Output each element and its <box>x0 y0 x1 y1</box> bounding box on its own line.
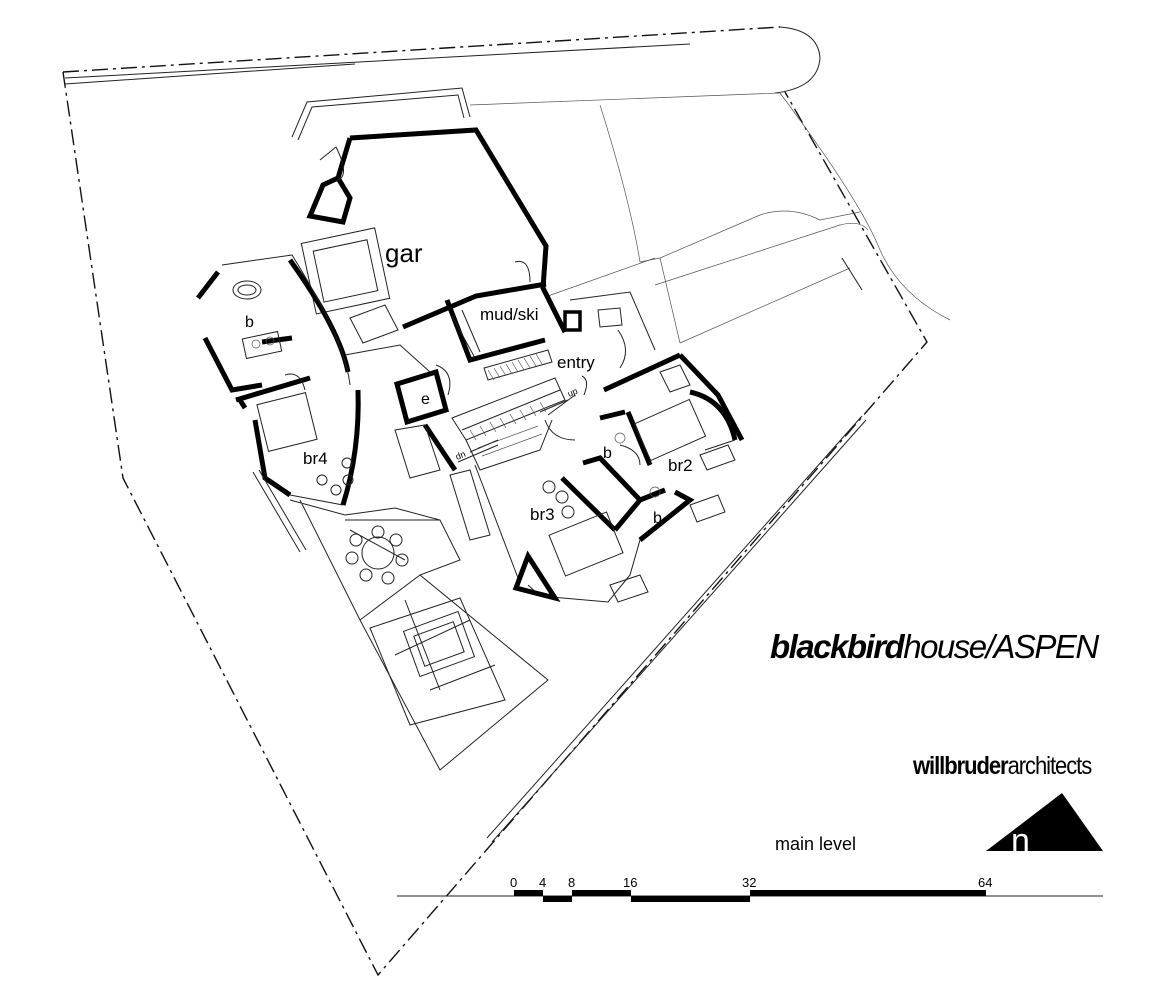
mud-ski-room <box>444 260 582 381</box>
elevator <box>393 364 451 426</box>
stair-label-up: up <box>566 386 579 399</box>
property-line <box>62 26 928 977</box>
project-name-bold: blackbird <box>770 628 905 665</box>
scale-tick-64: 64 <box>978 875 993 890</box>
project-title: blackbirdhouse/ASPEN <box>770 628 1099 666</box>
room-label-br2: br2 <box>668 456 693 475</box>
project-separator: / <box>985 628 995 665</box>
level-label: main level <box>775 834 857 854</box>
north-arrow: n <box>986 793 1103 860</box>
room-label-entry: entry <box>557 353 595 372</box>
stair-label-dn: dn <box>454 449 467 462</box>
project-location: ASPEN <box>993 628 1099 665</box>
project-name-light: house <box>903 628 987 665</box>
br2-br3-wing <box>474 353 745 603</box>
room-label-b-br4: b <box>245 314 254 331</box>
room-label-b-upper: b <box>603 445 612 462</box>
room-label-mud-ski: mud/ski <box>480 305 539 324</box>
entry-area <box>569 291 682 396</box>
scale-tick-16: 16 <box>623 875 638 890</box>
scale-tick-32: 32 <box>742 875 757 890</box>
room-label-e: e <box>421 391 430 408</box>
site-lines <box>469 92 951 843</box>
room-label-br4: br4 <box>303 449 328 468</box>
scale-tick-8: 8 <box>568 875 576 890</box>
firm-name-bold: willbruder <box>913 752 1009 780</box>
terrace <box>252 344 549 771</box>
stair <box>422 377 576 472</box>
stair-arrows <box>469 399 569 453</box>
north-label: n <box>1011 822 1030 860</box>
firm-name: willbruderarchitects <box>913 752 1093 781</box>
room-label-gar: gar <box>385 238 423 268</box>
scale-tick-4: 4 <box>539 875 547 890</box>
firm-name-light: architects <box>1007 752 1093 780</box>
room-label-b-lower: b <box>653 510 662 527</box>
garage <box>291 87 568 344</box>
scale-bar <box>397 890 1103 902</box>
scale-tick-0: 0 <box>510 875 518 890</box>
room-label-br3: br3 <box>530 505 555 524</box>
br4-wing <box>196 254 361 506</box>
